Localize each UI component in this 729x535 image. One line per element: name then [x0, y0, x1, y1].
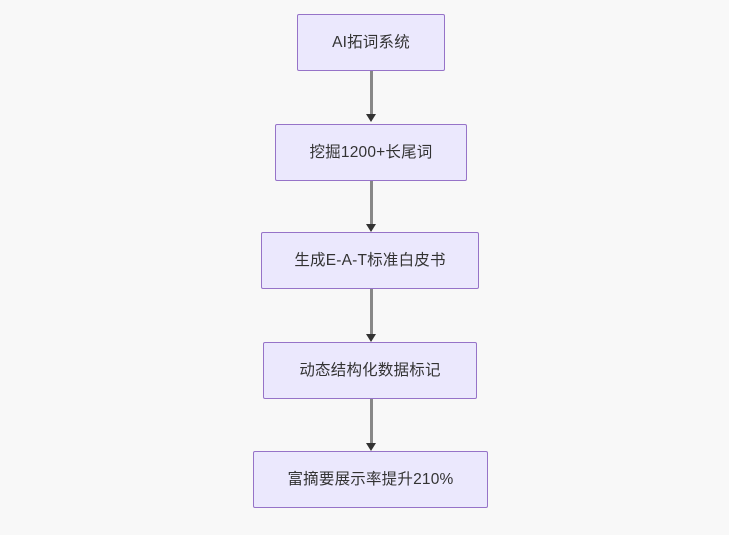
- flow-node-label: 富摘要展示率提升210%: [287, 470, 454, 488]
- arrowhead-n3-n4: [366, 334, 376, 342]
- arrowhead-n4-n5: [366, 443, 376, 451]
- edge-n1-n2: [369, 71, 373, 116]
- edge-n2-n3: [369, 181, 373, 224]
- arrowhead-n1-n2: [366, 114, 376, 122]
- flow-node-label: 动态结构化数据标记: [299, 361, 441, 379]
- flow-node-ai-keyword-system[interactable]: AI拓词系统: [297, 14, 445, 71]
- arrowhead-n2-n3: [366, 224, 376, 232]
- flow-node-dynamic-structured-data-markup[interactable]: 动态结构化数据标记: [263, 342, 477, 399]
- edge-n4-n5: [369, 399, 373, 443]
- flow-node-label: 挖掘1200+长尾词: [309, 143, 433, 161]
- flow-node-rich-snippet-rate-increase[interactable]: 富摘要展示率提升210%: [253, 451, 488, 508]
- flow-node-label: AI拓词系统: [332, 33, 410, 51]
- flow-node-mine-longtail-keywords[interactable]: 挖掘1200+长尾词: [275, 124, 467, 181]
- flow-node-label: 生成E-A-T标准白皮书: [294, 251, 446, 269]
- edge-n3-n4: [369, 289, 373, 334]
- flow-node-generate-eat-whitepaper[interactable]: 生成E-A-T标准白皮书: [261, 232, 479, 289]
